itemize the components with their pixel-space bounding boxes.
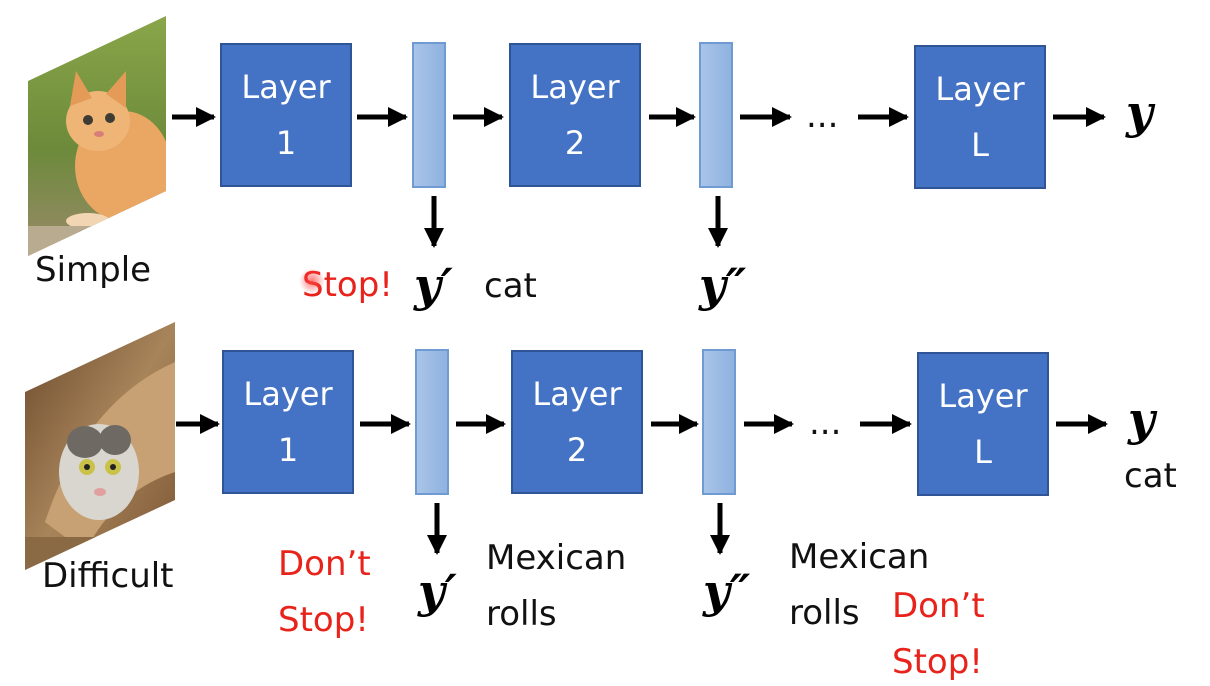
- kitten-photo: [28, 16, 166, 256]
- class-label-cat: cat: [484, 266, 537, 306]
- layer-label: Layer: [532, 375, 622, 413]
- layer-label: Layer: [243, 375, 333, 413]
- class-line: rolls: [789, 593, 860, 633]
- intermediate-output-bar: [415, 349, 449, 495]
- early-output-y-double-prime: y″: [699, 258, 747, 312]
- early-output-y-prime: y′: [418, 564, 457, 618]
- cat-in-roll-photo: [25, 322, 175, 570]
- layer-label: Layer: [530, 68, 620, 106]
- layer-number: 2: [566, 431, 588, 469]
- intermediate-output-bar: [412, 42, 446, 188]
- final-class-label: cat: [1124, 456, 1177, 496]
- ellipsis: ...: [806, 96, 839, 136]
- final-output-y: y: [1126, 85, 1153, 139]
- early-output-y-double-prime: y″: [703, 564, 751, 618]
- decision-dont-stop: Don’t Stop!: [892, 578, 985, 686]
- early-output-y-prime: y′: [414, 258, 453, 312]
- layer-number: L: [971, 126, 989, 164]
- class-line: Mexican: [789, 537, 930, 577]
- decision-dont-stop: Don’t Stop!: [278, 536, 371, 648]
- layer-l-box: Layer L: [914, 45, 1046, 189]
- decision-line: Don’t: [278, 544, 371, 584]
- layer-label: Layer: [938, 377, 1028, 415]
- layer-number: 1: [277, 431, 299, 469]
- layer-number: L: [974, 433, 992, 471]
- layer-l-box: Layer L: [917, 352, 1049, 496]
- class-line: rolls: [486, 594, 557, 634]
- class-label-mexican-rolls: Mexican rolls: [486, 530, 626, 642]
- intermediate-output-bar: [699, 42, 733, 188]
- class-line: Mexican: [486, 538, 627, 578]
- row-label-difficult: Difficult: [42, 556, 174, 596]
- ellipsis: ...: [809, 403, 842, 443]
- layer-2-box: Layer 2: [511, 350, 643, 494]
- class-label-mexican-rolls: Mexican rolls: [789, 529, 929, 641]
- cursor-highlight: [299, 268, 325, 294]
- intermediate-output-bar: [702, 349, 736, 495]
- layer-2-box: Layer 2: [509, 43, 641, 187]
- layer-label: Layer: [241, 68, 331, 106]
- final-output-y: y: [1128, 392, 1155, 446]
- decision-line: Don’t: [892, 586, 985, 626]
- layer-number: 2: [564, 124, 586, 162]
- layer-1-box: Layer 1: [220, 43, 352, 187]
- layer-1-box: Layer 1: [222, 350, 354, 494]
- layer-label: Layer: [935, 70, 1025, 108]
- row-label-simple: Simple: [35, 250, 152, 290]
- layer-number: 1: [275, 124, 297, 162]
- decision-line: Stop!: [278, 600, 369, 640]
- decision-line: Stop!: [892, 642, 983, 682]
